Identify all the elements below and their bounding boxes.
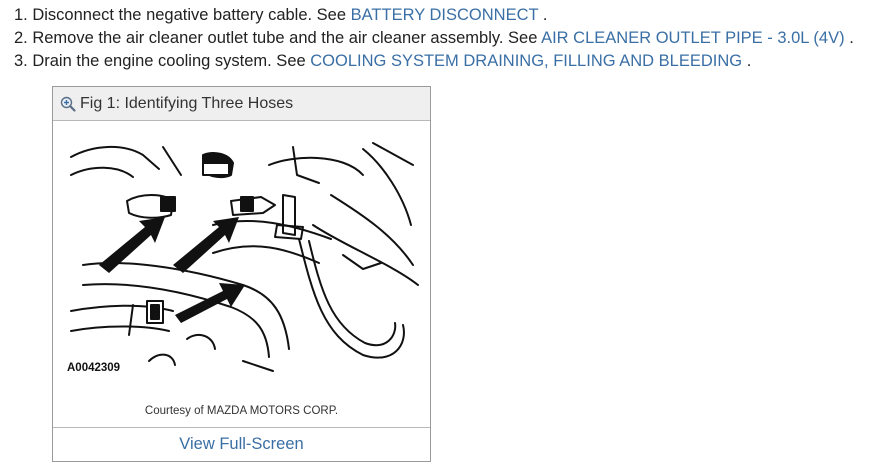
step-2: 2. Remove the air cleaner outlet tube an… <box>14 29 854 47</box>
figure-footer: View Full-Screen <box>53 427 430 461</box>
zoom-in-icon[interactable] <box>60 96 76 112</box>
figure-title: Fig 1: Identifying Three Hoses <box>80 94 294 112</box>
step-1: 1. Disconnect the negative battery cable… <box>14 6 548 24</box>
figure-header[interactable]: Fig 1: Identifying Three Hoses <box>53 87 430 121</box>
air-cleaner-outlet-pipe-link[interactable]: AIR CLEANER OUTLET PIPE - 3.0L (4V) <box>541 29 845 47</box>
procedure-steps: 1. Disconnect the negative battery cable… <box>14 4 854 73</box>
image-code: A0042309 <box>67 362 120 374</box>
figure-panel: Fig 1: Identifying Three Hoses <box>52 86 431 462</box>
cooling-system-link[interactable]: COOLING SYSTEM DRAINING, FILLING AND BLE… <box>310 52 743 70</box>
step-3: 3. Drain the engine cooling system. See … <box>14 52 752 70</box>
battery-disconnect-link[interactable]: BATTERY DISCONNECT <box>350 6 539 24</box>
view-full-screen-link[interactable]: View Full-Screen <box>179 435 304 453</box>
hose-diagram[interactable]: A0042309 <box>63 135 420 375</box>
figure-courtesy: Courtesy of MAZDA MOTORS CORP. <box>144 405 339 417</box>
